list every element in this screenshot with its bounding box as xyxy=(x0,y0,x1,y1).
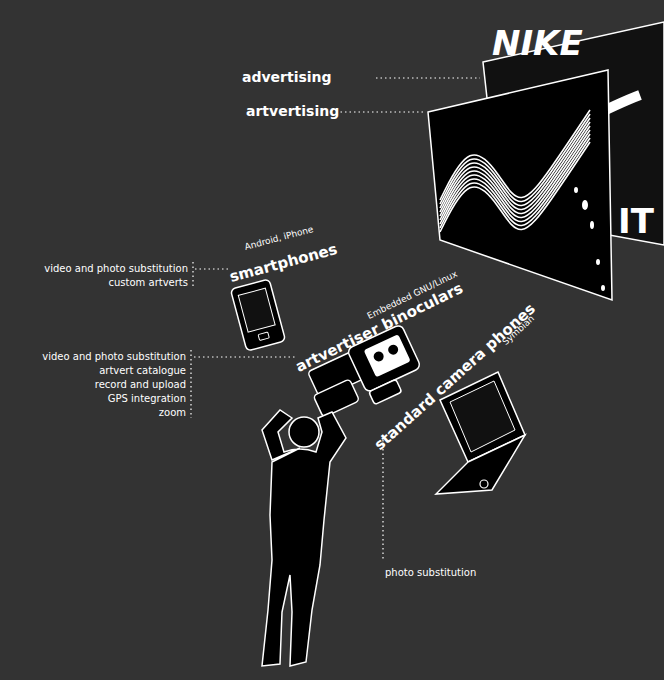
feature: video and photo substitution xyxy=(44,264,188,274)
part-name: advertising xyxy=(242,70,332,84)
feature: zoom xyxy=(159,408,186,418)
feature: custom artverts xyxy=(109,278,188,288)
artvertising-billboard xyxy=(428,70,612,300)
logo-text: NIKE xyxy=(492,26,583,60)
swoosh-stroke xyxy=(440,138,590,228)
smartphone-icon xyxy=(230,279,285,351)
feature: record and upload xyxy=(95,380,186,390)
feature: artvert catalogue xyxy=(99,366,186,376)
swoosh-stroke xyxy=(440,134,590,224)
feature: video and photo substitution xyxy=(42,352,186,362)
feature: photo substitution xyxy=(385,568,476,578)
logo-text: IT xyxy=(618,204,654,238)
swoosh-stroke xyxy=(440,142,590,232)
artvert-dots xyxy=(574,187,605,291)
person-silhouette xyxy=(262,410,346,666)
part-name: artvertising xyxy=(246,104,339,118)
artvert-swoosh xyxy=(440,110,590,232)
feature: GPS integration xyxy=(108,394,186,404)
leader-lines xyxy=(191,78,480,560)
